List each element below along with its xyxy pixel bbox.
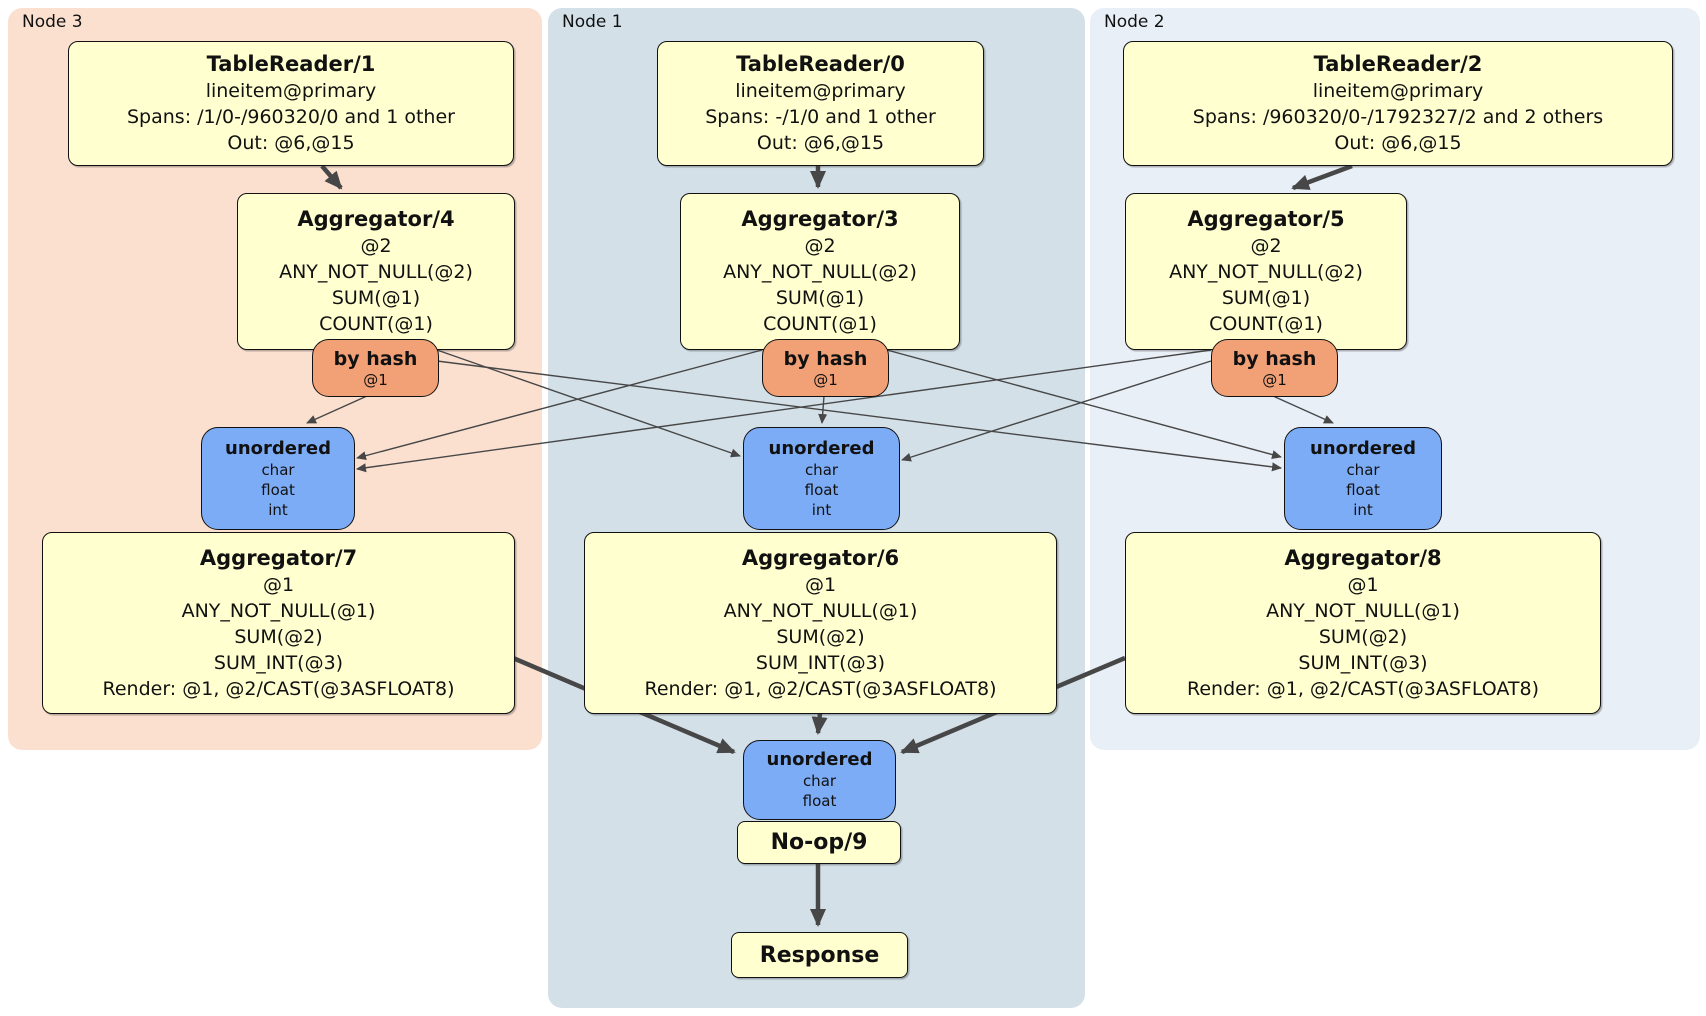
processor-line: Out: @6,@15	[227, 132, 355, 154]
processor-line: Render: @1, @2/CAST(@3ASFLOAT8)	[1187, 677, 1539, 700]
router-title: by hash	[1232, 348, 1317, 370]
processor-title: TableReader/1	[206, 52, 376, 76]
final-unordered-sync-box: unordered char float	[743, 740, 896, 820]
processor-line: COUNT(@1)	[319, 313, 433, 335]
sync-line: float	[804, 480, 839, 499]
unordered-sync-box: unordered char float int	[201, 427, 355, 530]
sync-line: char	[804, 460, 839, 479]
processor-title: Aggregator/8	[1284, 545, 1442, 570]
processor-line: SUM_INT(@3)	[1298, 651, 1428, 674]
processor-line: SUM(@1)	[775, 287, 865, 309]
processor-line: @1	[804, 573, 837, 596]
sync-title: unordered	[1310, 437, 1416, 459]
processor-line: SUM_INT(@3)	[755, 651, 886, 674]
processor-line: @2	[804, 235, 836, 257]
processor-line: Out: @6,@15	[1334, 132, 1462, 154]
hash-mesh-lines	[306, 349, 1334, 473]
router-detail: @1	[813, 371, 838, 389]
processor-line: Spans: -/1/0 and 1 other	[705, 106, 936, 128]
sync-line: float	[1346, 480, 1380, 499]
processor-line: lineitem@primary	[1312, 80, 1484, 102]
sync-line: int	[811, 500, 832, 519]
processor-line: SUM(@2)	[234, 625, 323, 648]
processor-title: Aggregator/7	[199, 545, 358, 570]
node2-label: Node 2	[1104, 12, 1165, 32]
processor-line: ANY_NOT_NULL(@2)	[1169, 261, 1363, 283]
processor-line: Render: @1, @2/CAST(@3ASFLOAT8)	[644, 677, 997, 700]
sync-title: unordered	[225, 437, 331, 459]
processor-line: Render: @1, @2/CAST(@3ASFLOAT8)	[102, 677, 455, 700]
tablereader-box: TableReader/0 lineitem@primary Spans: -/…	[657, 41, 984, 166]
processor-line: Spans: /960320/0-/1792327/2 and 2 others	[1192, 106, 1604, 128]
processor-line: Out: @6,@15	[756, 132, 885, 154]
processor-line: ANY_NOT_NULL(@1)	[723, 599, 918, 622]
processor-line: COUNT(@1)	[763, 313, 877, 335]
processor-line: lineitem@primary	[735, 80, 906, 102]
aggregator-box: Aggregator/8 @1 ANY_NOT_NULL(@1) SUM(@2)…	[1125, 532, 1601, 714]
router-title: by hash	[333, 348, 418, 370]
node1-label: Node 1	[562, 12, 623, 32]
processor-line: SUM_INT(@3)	[213, 651, 344, 674]
hash-router-box: by hash @1	[1211, 339, 1338, 397]
sync-line: float	[802, 792, 837, 810]
sync-line: float	[261, 480, 295, 499]
noop-box: No-op/9	[737, 821, 901, 864]
tablereader-box: TableReader/1 lineitem@primary Spans: /1…	[68, 41, 514, 166]
sync-line: int	[1353, 500, 1373, 519]
sync-title: unordered	[766, 749, 873, 770]
aggregator-box: Aggregator/7 @1 ANY_NOT_NULL(@1) SUM(@2)…	[42, 532, 515, 714]
processor-line: ANY_NOT_NULL(@1)	[181, 599, 376, 622]
response-box: Response	[731, 932, 908, 978]
processor-title: Aggregator/6	[741, 545, 900, 570]
aggregator-box: Aggregator/5 @2 ANY_NOT_NULL(@2) SUM(@1)…	[1125, 193, 1407, 350]
hash-router-box: by hash @1	[312, 339, 439, 397]
aggregator-box: Aggregator/4 @2 ANY_NOT_NULL(@2) SUM(@1)…	[237, 193, 515, 350]
processor-line: SUM(@1)	[1221, 287, 1311, 309]
processor-line: @2	[360, 235, 392, 257]
processor-line: @2	[1250, 235, 1282, 257]
aggregator-box: Aggregator/3 @2 ANY_NOT_NULL(@2) SUM(@1)…	[680, 193, 960, 350]
unordered-sync-box: unordered char float int	[1284, 427, 1442, 530]
sync-line: int	[268, 500, 288, 519]
processor-line: ANY_NOT_NULL(@1)	[1266, 599, 1460, 622]
aggregator-box: Aggregator/6 @1 ANY_NOT_NULL(@1) SUM(@2)…	[584, 532, 1057, 714]
processor-line: @1	[1347, 573, 1379, 596]
sync-title: unordered	[768, 437, 875, 459]
node3-label: Node 3	[22, 12, 83, 32]
sync-line: char	[261, 460, 295, 479]
processor-line: @1	[262, 573, 295, 596]
tablereader-box: TableReader/2 lineitem@primary Spans: /9…	[1123, 41, 1673, 166]
sync-line: char	[1346, 460, 1380, 479]
processor-line: COUNT(@1)	[1209, 313, 1323, 335]
router-detail: @1	[363, 371, 388, 389]
processor-line: ANY_NOT_NULL(@2)	[279, 261, 473, 283]
processor-line: SUM(@2)	[776, 625, 865, 648]
processor-line: SUM(@1)	[331, 287, 421, 309]
processor-line: lineitem@primary	[205, 80, 377, 102]
sync-line: char	[802, 772, 837, 790]
processor-title: Aggregator/3	[741, 207, 899, 231]
processor-title: TableReader/0	[736, 52, 905, 76]
processor-title: Aggregator/4	[297, 207, 455, 231]
processor-title: Aggregator/5	[1187, 207, 1345, 231]
hash-router-box: by hash @1	[762, 339, 889, 397]
processor-line: Spans: /1/0-/960320/0 and 1 other	[127, 106, 455, 128]
processor-line: ANY_NOT_NULL(@2)	[723, 261, 917, 283]
router-title: by hash	[783, 348, 868, 370]
processor-title: TableReader/2	[1313, 52, 1483, 76]
unordered-sync-box: unordered char float int	[743, 427, 900, 530]
router-detail: @1	[1262, 371, 1287, 389]
processor-line: SUM(@2)	[1318, 625, 1408, 648]
